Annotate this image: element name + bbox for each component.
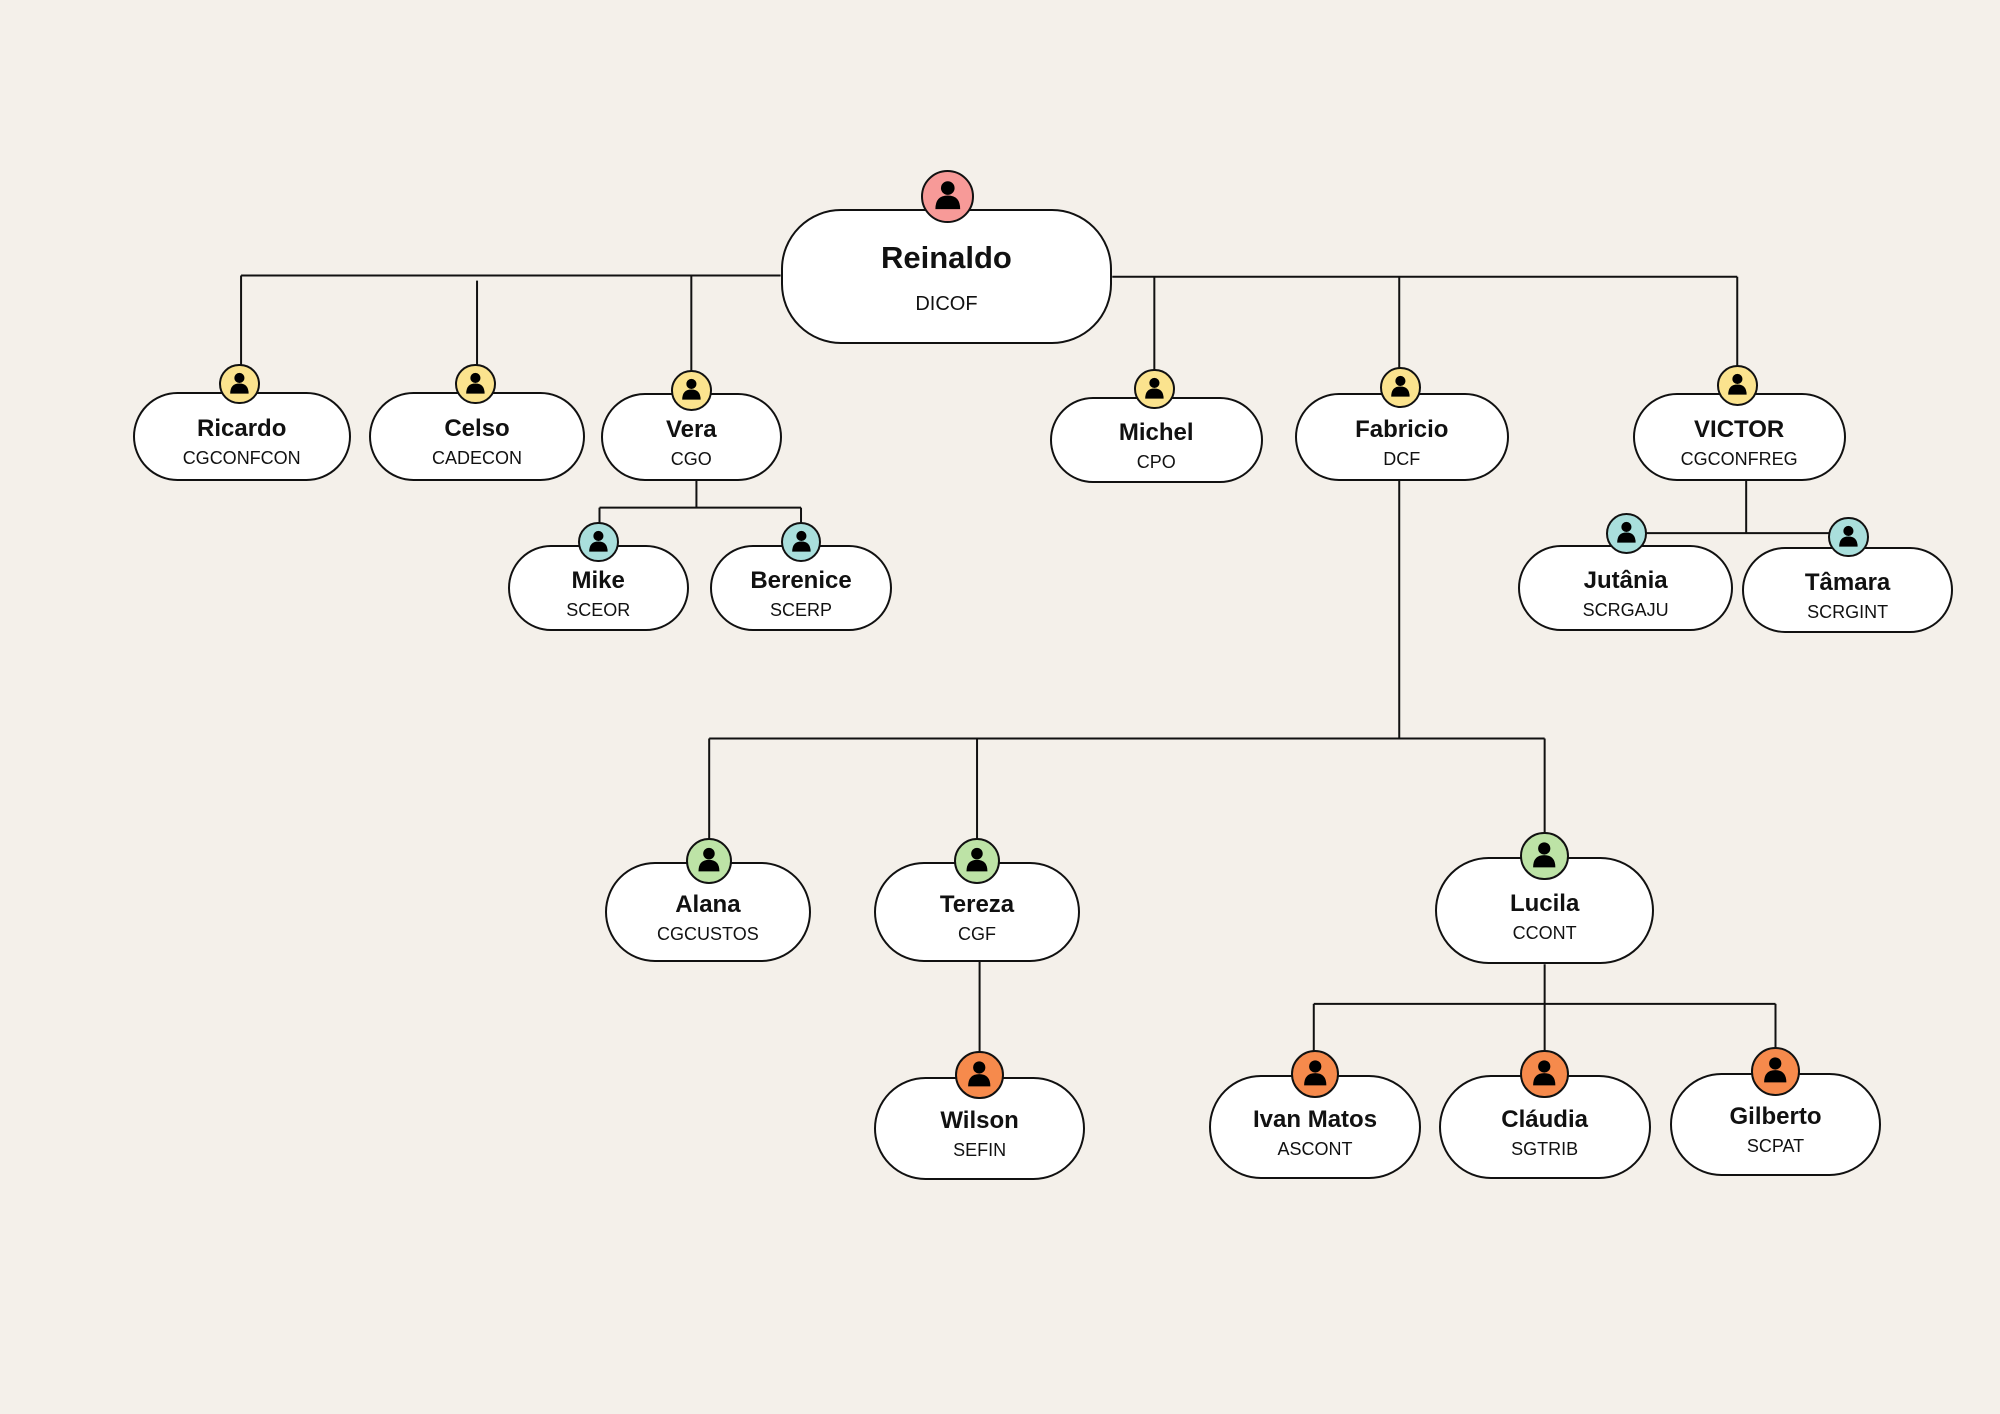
node-name: Alana: [675, 890, 741, 918]
node-name: Fabricio: [1355, 415, 1449, 443]
node-code: CGCUSTOS: [657, 923, 759, 944]
node-code: SGTRIB: [1511, 1138, 1579, 1159]
node-name: Berenice: [750, 567, 852, 595]
person-avatar-icon: [1520, 831, 1569, 881]
node-name: Ivan Matos: [1253, 1105, 1378, 1133]
person-avatar-icon: [1605, 512, 1647, 554]
node-name: Lucila: [1509, 889, 1580, 917]
node-name: Wilson: [940, 1107, 1019, 1135]
node-victor[interactable]: VICTOR CGCONFREG: [1632, 392, 1846, 481]
person-avatar-icon: [670, 369, 712, 411]
person-avatar-icon: [219, 363, 261, 405]
person-avatar-icon: [780, 521, 822, 563]
person-avatar-icon: [955, 1051, 1004, 1100]
node-name: Cláudia: [1501, 1105, 1588, 1133]
node-code: SCRGAJU: [1582, 599, 1669, 620]
node-code: SCEOR: [566, 599, 631, 620]
node-name: VICTOR: [1694, 415, 1785, 443]
node-code: CPO: [1136, 451, 1176, 472]
node-code: CADECON: [432, 448, 523, 469]
person-avatar-icon: [1751, 1047, 1800, 1096]
person-avatar-icon: [1520, 1049, 1569, 1099]
node-code: SCERP: [770, 599, 833, 620]
node-name: Celso: [444, 415, 510, 443]
node-name: Ricardo: [197, 415, 287, 443]
person-avatar-icon: [577, 521, 619, 563]
node-code: ASCONT: [1277, 1138, 1353, 1159]
person-avatar-icon: [1380, 367, 1421, 409]
node-code: DICOF: [915, 293, 978, 316]
node-code: SEFIN: [953, 1139, 1007, 1160]
person-avatar-icon: [1290, 1049, 1340, 1099]
person-avatar-icon: [954, 838, 1000, 884]
person-avatar-icon: [1716, 364, 1758, 406]
node-code: SCPAT: [1746, 1136, 1805, 1157]
node-name: Tâmara: [1804, 568, 1891, 596]
node-code: CGCONFREG: [1680, 448, 1798, 469]
person-avatar-icon: [1133, 368, 1175, 410]
person-avatar-icon: [686, 838, 733, 884]
person-avatar-icon: [1827, 516, 1869, 558]
node-name: Tereza: [939, 890, 1015, 918]
node-code: SCRGINT: [1807, 601, 1889, 622]
node-name: Mike: [571, 567, 625, 595]
node-code: DCF: [1383, 448, 1421, 469]
node-code: CGCONFCON: [182, 448, 301, 469]
node-code: CGO: [670, 448, 712, 469]
person-avatar-icon: [920, 169, 975, 224]
node-name: Vera: [665, 415, 717, 443]
node-name: Jutânia: [1583, 567, 1668, 595]
node-code: CCONT: [1512, 922, 1577, 943]
node-code: CGF: [958, 923, 997, 944]
person-avatar-icon: [455, 363, 497, 405]
node-name: Reinaldo: [880, 240, 1012, 276]
node-name: Michel: [1118, 419, 1194, 447]
node-name: Gilberto: [1729, 1103, 1822, 1131]
